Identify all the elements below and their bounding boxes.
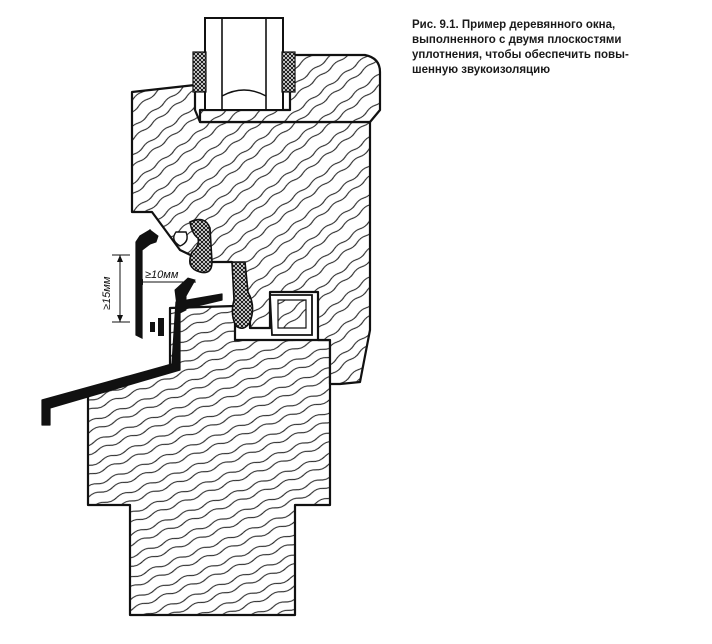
rebate-profile xyxy=(174,277,196,315)
dimension-gap-label: ≥10мм xyxy=(145,269,179,281)
frame-lower-body xyxy=(86,304,332,617)
caption-line: уплотнения, чтобы обеспечить повы- xyxy=(412,49,629,61)
dimension-height: ≥15мм xyxy=(101,254,130,323)
sash-clip-profile xyxy=(135,228,151,339)
seal-gasket-outer xyxy=(189,218,213,274)
dimension-gap: ≥10мм xyxy=(136,269,196,285)
glazing-unit xyxy=(192,17,296,111)
figure-caption: Рис. 9.1. Пример деревянного окна, выпол… xyxy=(412,18,708,78)
seal-gasket-inner xyxy=(231,261,254,330)
caption-line: выполненного с двумя плоскостями xyxy=(412,34,622,46)
caption-line: Рис. 9.1. Пример деревянного окна, xyxy=(412,19,616,31)
dimension-height-label: ≥15мм xyxy=(101,276,113,310)
caption-line: шенную звукоизоляцию xyxy=(412,64,551,76)
